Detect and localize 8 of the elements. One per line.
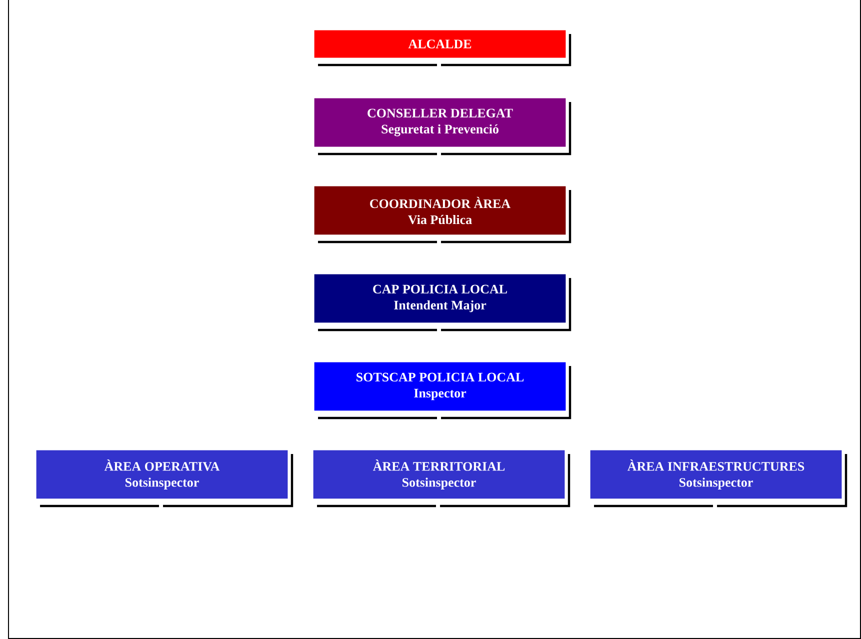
- org-box: ÀREA TERRITORIAL Sotsinspector: [312, 450, 570, 508]
- org-box: SOTSCAP POLICIA LOCAL Inspector: [314, 362, 572, 420]
- org-box: CAP POLICIA LOCAL Intendent Major: [314, 274, 572, 332]
- org-box: ALCALDE: [314, 30, 572, 66]
- org-box: ÀREA OPERATIVA Sotsinspector: [36, 450, 294, 508]
- org-box: COORDINADOR ÀREA Via Pública: [314, 186, 572, 244]
- org-box: ÀREA INFRAESTRUCTURES Sotsinspector: [590, 450, 848, 508]
- org-box: CONSELLER DELEGAT Seguretat i Prevenció: [314, 98, 572, 156]
